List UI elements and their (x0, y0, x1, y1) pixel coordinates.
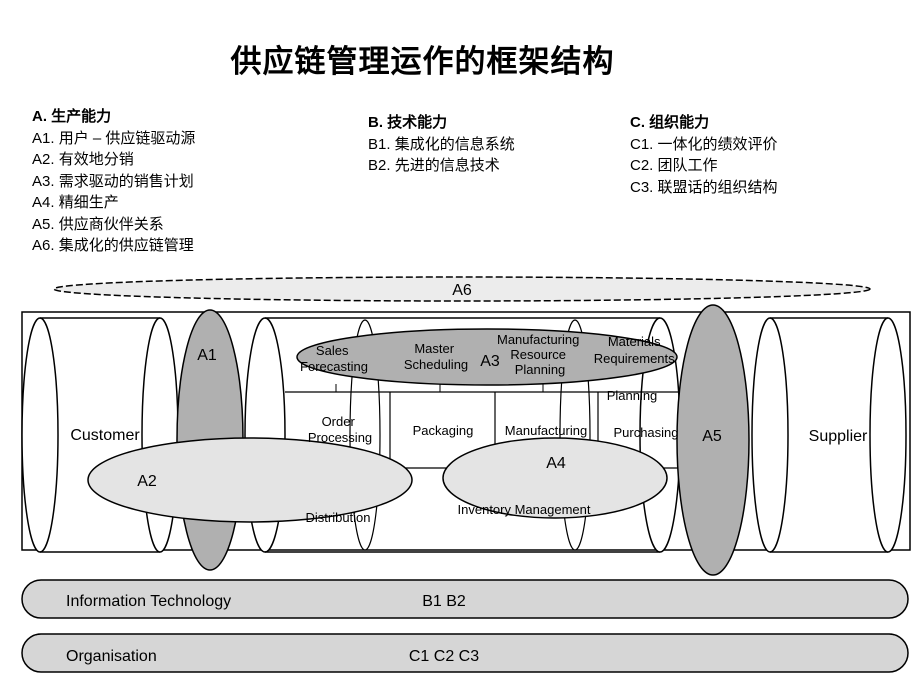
list-item: A1. 用户 – 供应链驱动源 (32, 129, 196, 147)
a4-label: A4 (546, 455, 566, 472)
mrp-label: Manufacturing Resource Planning (497, 332, 583, 377)
inventory-management-label: Inventory Management (458, 502, 591, 517)
org-codes-label: C1 C2 C3 (409, 648, 479, 665)
list-item: C1. 一体化的绩效评价 (630, 135, 778, 153)
list-item: B2. 先进的信息技术 (368, 157, 500, 174)
a2-label: A2 (137, 473, 157, 490)
customer-label: Customer (70, 427, 140, 444)
list-item: A6. 集成化的供应链管理 (32, 237, 194, 254)
materials-requirements-label: Materials Requirements Planning (594, 334, 679, 403)
technology-capabilities-list: B. 技术能力 B1. 集成化的信息系统 B2. 先进的信息技术 (368, 112, 515, 177)
a3-connectors (335, 384, 544, 392)
a3-ellipse (296, 328, 678, 386)
page-title: 供应链管理运作的框架结构 (230, 44, 615, 80)
list-item: A4. 精细生产 (32, 194, 119, 211)
sales-forecasting-label: Sales Forecasting (300, 343, 368, 374)
order-processing-label: Order Processing (308, 414, 372, 445)
a2-ellipse (87, 437, 413, 523)
supplier-cylinder (751, 317, 907, 553)
a6-ellipse (53, 276, 871, 302)
production-capabilities-list: A. 生产能力 A1. 用户 – 供应链驱动源 A2. 有效地分销 A3. 需求… (32, 106, 195, 257)
master-scheduling-label: Master Scheduling (404, 341, 468, 372)
a1-label: A1 (197, 347, 217, 364)
list-item: C3. 联盟话的组织结构 (630, 178, 778, 196)
a6-label: A6 (452, 282, 472, 299)
supplier-label: Supplier (809, 428, 868, 445)
a5-label: A5 (702, 428, 722, 445)
information-technology-label: Information Technology (66, 593, 231, 610)
list-item: A2. 有效地分销 (32, 151, 134, 168)
packaging-label: Packaging (413, 423, 474, 438)
technology-capabilities-heading: B. 技术能力 (368, 114, 448, 131)
a5-ellipse (676, 304, 750, 576)
a3-label: A3 (480, 353, 500, 370)
organisation-capabilities-heading: C. 组织能力 (630, 114, 710, 131)
organisation-capabilities-list: C. 组织能力 C1. 一体化的绩效评价 C2. 团队工作 C3. 联盟话的组织… (630, 112, 778, 198)
list-item: A3. 需求驱动的销售计划 (32, 172, 194, 190)
information-technology-bar (21, 579, 909, 619)
it-codes-label: B1 B2 (422, 593, 466, 610)
organisation-bar (21, 633, 909, 673)
distribution-label: Distribution (305, 510, 370, 525)
list-item: C2. 团队工作 (630, 157, 718, 174)
production-capabilities-heading: A. 生产能力 (32, 108, 112, 125)
a4-ellipse (442, 437, 668, 519)
list-item: B1. 集成化的信息系统 (368, 135, 515, 153)
organisation-label: Organisation (66, 648, 157, 665)
list-item: A5. 供应商伙伴关系 (32, 215, 164, 233)
manufacturing-label: Manufacturing (505, 423, 587, 438)
purchasing-label: Purchasing (613, 425, 678, 440)
